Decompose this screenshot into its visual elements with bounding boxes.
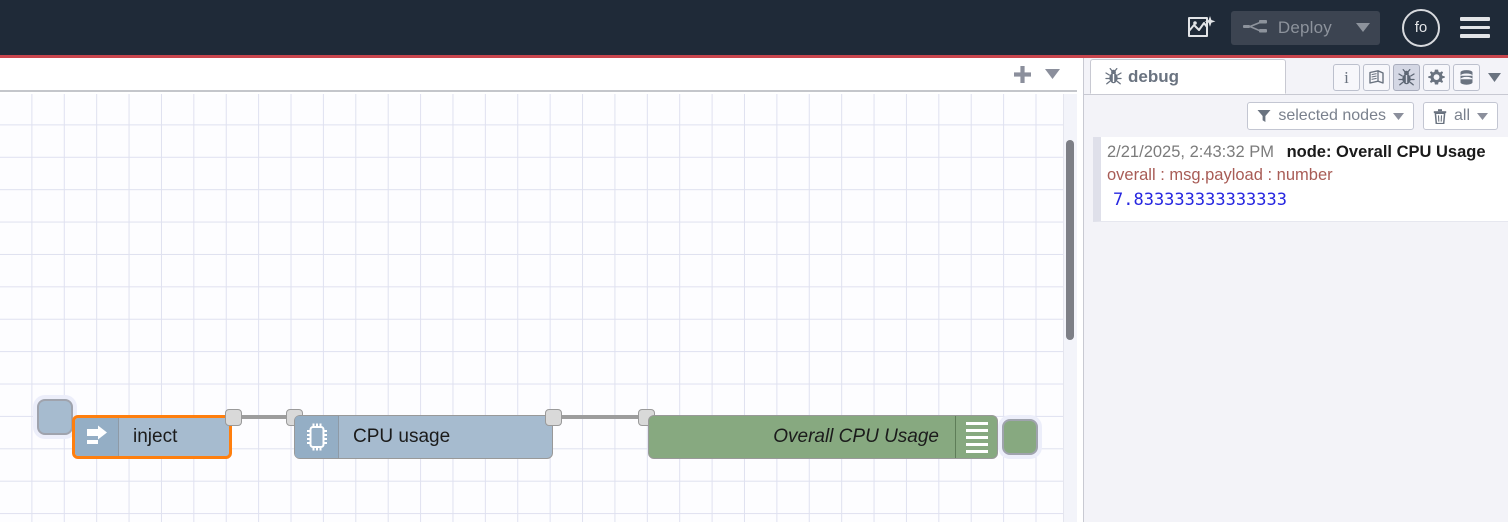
trash-icon: [1433, 108, 1447, 124]
debug-message-timestamp: 2/21/2025, 2:43:32 PM: [1107, 143, 1274, 161]
flow-node-debug[interactable]: Overall CPU Usage: [648, 415, 998, 459]
image-sparkle-icon[interactable]: [1183, 9, 1221, 47]
debug-message-header: 2/21/2025, 2:43:32 PM node: Overall CPU …: [1107, 141, 1503, 164]
bug-icon[interactable]: [1393, 64, 1420, 91]
debug-node-toggle-button[interactable]: [1002, 419, 1038, 455]
debug-lines-icon: [955, 416, 997, 458]
user-initials: fo: [1414, 19, 1428, 36]
deploy-icon: [1242, 19, 1267, 32]
user-avatar[interactable]: fo: [1402, 8, 1440, 47]
gear-icon[interactable]: [1423, 64, 1450, 91]
funnel-icon: [1257, 110, 1271, 122]
inject-output-port[interactable]: [225, 409, 242, 426]
inject-arrow-icon: [75, 418, 119, 456]
debug-clear-button[interactable]: all: [1422, 102, 1498, 130]
debug-node-filter-button[interactable]: selected nodes: [1247, 102, 1414, 130]
chevron-down-icon: [1356, 23, 1370, 32]
sidebar-tab-label: debug: [1128, 66, 1179, 86]
debug-message-source-node[interactable]: node: Overall CPU Usage: [1286, 143, 1486, 161]
chevron-down-icon: [1044, 69, 1060, 79]
app-header: Deploy fo: [0, 0, 1508, 55]
book-icon[interactable]: [1363, 64, 1390, 91]
canvas-scrollbar-thumb[interactable]: [1066, 140, 1074, 340]
sidebar-panel: debug i: [1083, 58, 1508, 522]
database-stack-icon[interactable]: [1453, 64, 1480, 91]
flow-tab-bar: [0, 58, 1077, 92]
sidebar-tool-buttons: i: [1333, 64, 1508, 94]
flow-canvas[interactable]: inject: [0, 94, 1063, 522]
debug-node-filter-label: selected nodes: [1278, 107, 1386, 124]
hamburger-menu-icon[interactable]: [1460, 12, 1490, 43]
sidebar-tab-row: debug i: [1084, 58, 1508, 95]
wire-cpu-to-debug[interactable]: [557, 415, 645, 419]
debug-filter-row: selected nodes all: [1084, 96, 1508, 136]
flow-tab-list-button[interactable]: [1037, 59, 1067, 89]
header-accent-line: [0, 55, 1508, 58]
debug-message-topic: overall : msg.payload : number: [1107, 166, 1333, 185]
sidebar-tab-debug[interactable]: debug: [1090, 59, 1286, 94]
debug-message-list[interactable]: 2/21/2025, 2:43:32 PM node: Overall CPU …: [1093, 137, 1508, 257]
deploy-dropdown-toggle[interactable]: [1346, 11, 1380, 45]
add-flow-tab-button[interactable]: [1007, 59, 1037, 89]
cpu-node-label: CPU usage: [353, 426, 451, 447]
debug-clear-label: all: [1453, 107, 1470, 124]
debug-node-label: Overall CPU Usage: [773, 426, 939, 447]
flow-node-inject[interactable]: inject: [72, 415, 232, 459]
plus-icon: [1013, 65, 1031, 83]
wire-inject-to-cpu[interactable]: [237, 415, 293, 419]
chevron-down-icon: [1392, 112, 1404, 120]
chevron-down-icon: [1477, 112, 1488, 120]
deploy-button-main[interactable]: Deploy: [1231, 11, 1346, 45]
deploy-button-label: Deploy: [1277, 17, 1332, 37]
cpu-output-port[interactable]: [545, 409, 562, 426]
deploy-button[interactable]: Deploy: [1230, 10, 1380, 45]
bug-icon: [1105, 68, 1122, 85]
microchip-icon: [295, 416, 339, 458]
flow-node-cpu-usage[interactable]: CPU usage: [294, 415, 553, 459]
debug-message-value: 7.833333333333333: [1113, 189, 1287, 210]
inject-status-indicator[interactable]: [37, 399, 73, 435]
info-icon[interactable]: i: [1333, 64, 1360, 91]
sidebar-tools-overflow-button[interactable]: [1483, 64, 1505, 91]
canvas-vertical-scrollbar[interactable]: [1063, 94, 1077, 522]
flow-editor: inject: [0, 58, 1077, 522]
inject-node-label: inject: [133, 426, 178, 447]
info-glyph: i: [1344, 67, 1349, 87]
chevron-down-icon: [1487, 73, 1501, 82]
debug-message-entry[interactable]: 2/21/2025, 2:43:32 PM node: Overall CPU …: [1093, 137, 1508, 223]
